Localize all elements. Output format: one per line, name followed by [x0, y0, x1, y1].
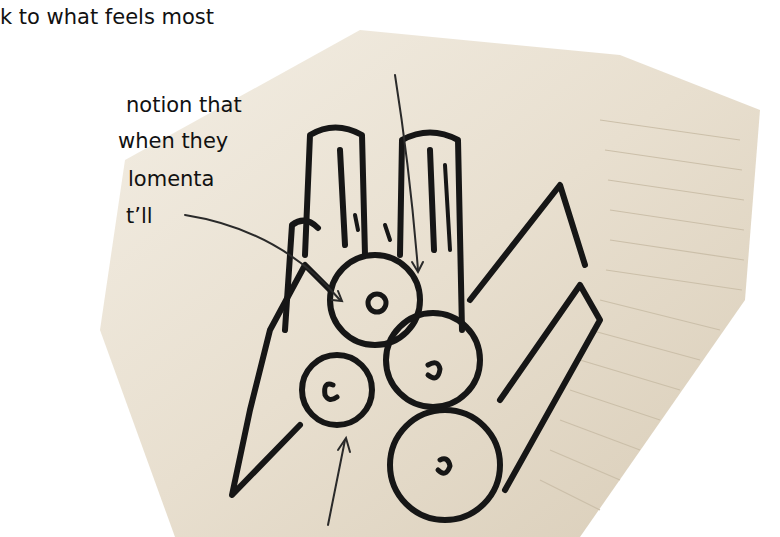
napkin: [100, 30, 760, 537]
page-text-fragment: k to what feels most: [0, 4, 214, 30]
page-text-fragment: lomenta: [128, 166, 214, 192]
napkin-ribs: [540, 120, 744, 510]
page-text-fragment: notion that: [126, 92, 242, 118]
page-text-fragment: t’ll: [126, 203, 153, 229]
page-text-fragment: when they: [118, 128, 228, 154]
roller-sketch: [232, 128, 600, 521]
